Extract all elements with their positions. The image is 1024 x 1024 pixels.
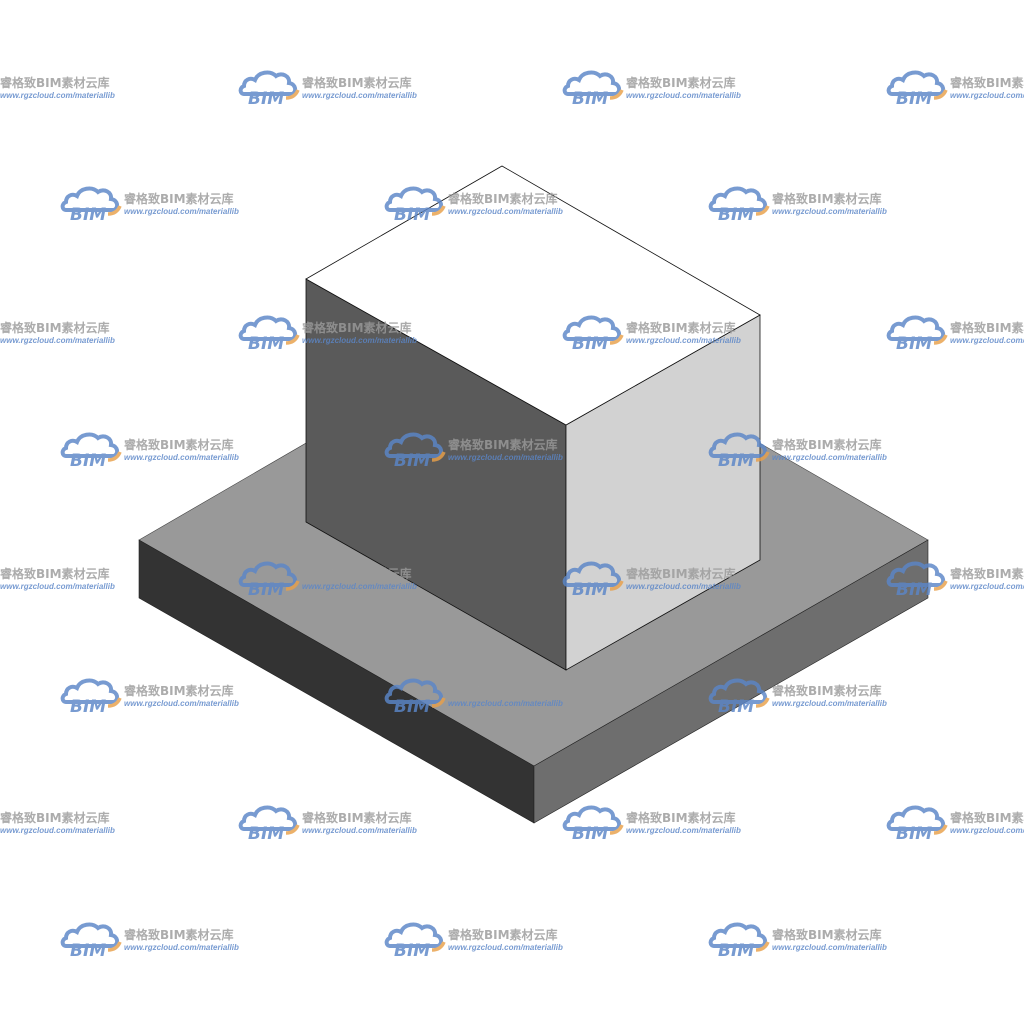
viewport: BIM睿格致BIM素材云库www.rgzcloud.com/materialli…: [0, 70, 1024, 960]
model-view: [138, 165, 929, 824]
